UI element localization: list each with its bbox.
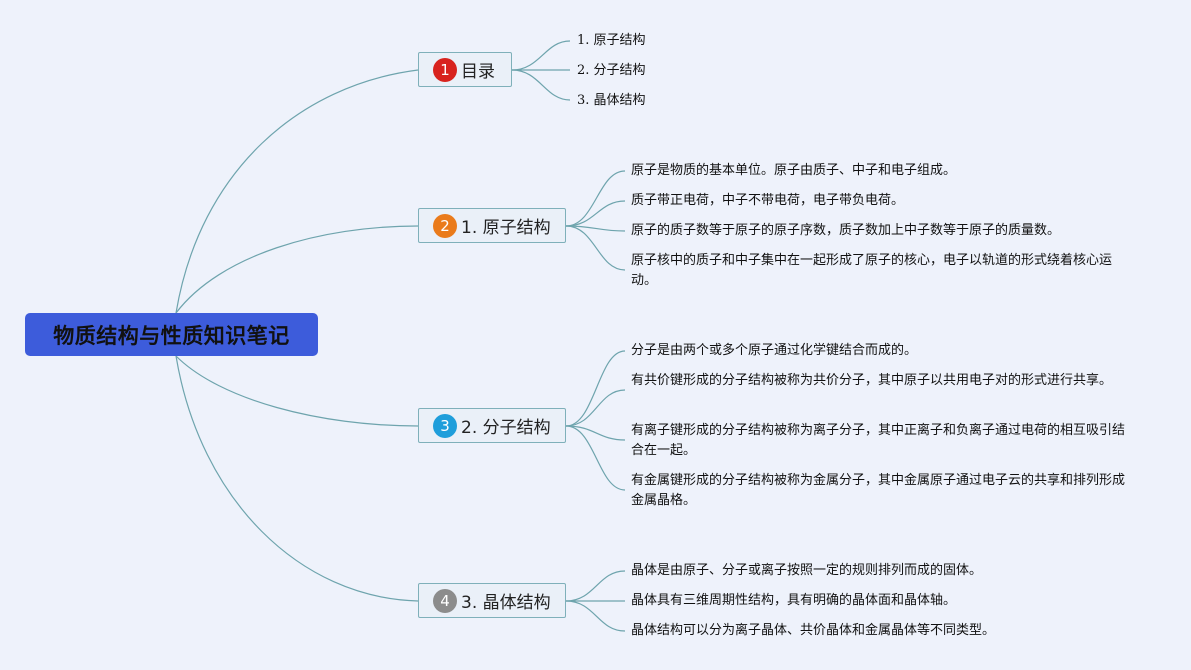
connector-b3-leaf-1 (565, 350, 626, 427)
leaf-node[interactable]: 分子是由两个或多个原子通过化学键结合而成的。 (631, 343, 918, 358)
number-2-icon: 2 (433, 213, 457, 238)
leaf-node[interactable]: 质子带正电荷，中子不带电荷，电子带负电荷。 (631, 193, 905, 208)
connector-b3-leaf-4 (565, 425, 626, 491)
connector-b4-leaf-3 (565, 600, 626, 632)
connector-b4-leaf-1 (565, 570, 626, 602)
root-node[interactable]: 物质结构与性质知识笔记 (25, 313, 318, 356)
branch-node-crystal-structure[interactable]: 4 3. 晶体结构 (418, 583, 566, 618)
leaf-node[interactable]: 有共价键形成的分子结构被称为共价分子，其中原子以共用电子对的形式进行共享。 (631, 373, 1113, 388)
leaf-node[interactable]: 1. 原子结构 (577, 33, 646, 48)
connector-b2-leaf-1 (565, 170, 626, 227)
branch-node-toc[interactable]: 1 目录 (418, 52, 512, 87)
leaf-node[interactable]: 有离子键形成的分子结构被称为离子分子，其中正离子和负离子通过电荷的相互吸引结合在… (631, 423, 1126, 458)
connector-root-branch-3 (175, 355, 419, 427)
leaf-node[interactable]: 有金属键形成的分子结构被称为金属分子，其中金属原子通过电子云的共享和排列形成金属… (631, 473, 1126, 508)
connector-b2-leaf-4 (565, 225, 626, 271)
branch-node-atomic-structure[interactable]: 2 1. 原子结构 (418, 208, 566, 243)
connector-root-branch-2 (175, 225, 419, 314)
leaf-node[interactable]: 原子的质子数等于原子的原子序数，质子数加上中子数等于原子的质量数。 (631, 223, 1061, 238)
leaf-node[interactable]: 原子是物质的基本单位。原子由质子、中子和电子组成。 (631, 163, 957, 178)
connector-root-branch-1 (175, 69, 419, 314)
leaf-node[interactable]: 3. 晶体结构 (577, 93, 646, 108)
leaf-node[interactable]: 晶体结构可以分为离子晶体、共价晶体和金属晶体等不同类型。 (631, 623, 996, 638)
number-4-icon: 4 (433, 588, 457, 613)
connector-b1-leaf-1 (511, 40, 571, 71)
connector-b3-leaf-2 (565, 389, 626, 427)
branch-label: 2. 分子结构 (461, 418, 551, 438)
root-title: 物质结构与性质知识笔记 (53, 323, 290, 348)
branch-label: 3. 晶体结构 (461, 593, 551, 613)
branch-node-molecular-structure[interactable]: 3 2. 分子结构 (418, 408, 566, 443)
leaf-node[interactable]: 原子核中的质子和中子集中在一起形成了原子的核心，电子以轨道的形式绕着核心运动。 (631, 253, 1113, 288)
connector-root-branch-4 (175, 355, 419, 602)
connector-b2-leaf-3 (565, 225, 626, 232)
connector-b3-leaf-3 (565, 425, 626, 441)
leaf-node[interactable]: 晶体是由原子、分子或离子按照一定的规则排列而成的固体。 (631, 563, 983, 578)
branch-label: 目录 (461, 62, 495, 82)
branch-label: 1. 原子结构 (461, 218, 551, 238)
leaf-node[interactable]: 2. 分子结构 (577, 63, 646, 78)
leaf-node[interactable]: 晶体具有三维周期性结构，具有明确的晶体面和晶体轴。 (631, 593, 957, 608)
number-3-icon: 3 (433, 413, 457, 438)
number-1-icon: 1 (433, 57, 457, 82)
connector-b2-leaf-2 (565, 200, 626, 227)
connector-b1-leaf-3 (511, 69, 571, 101)
